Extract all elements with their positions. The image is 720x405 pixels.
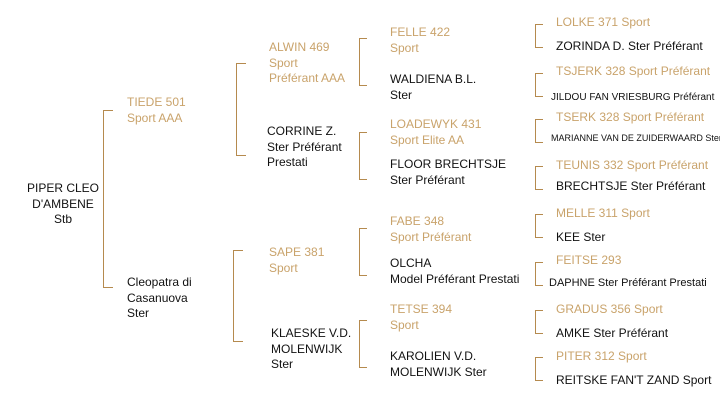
bracket-gen3-1	[359, 38, 367, 86]
gen4-ancestor-13: GRADUS 356 Sport	[556, 302, 663, 316]
paternal-granddam-predicate-2: Prestati	[267, 155, 308, 169]
gen4-ancestor-5: TSERK 328 Sport Préférant	[556, 110, 705, 124]
gen3-ancestor-3: LOADEWYK 431 Sport Elite AA	[390, 117, 481, 148]
gen3-ancestor-1: FELLE 422 Sport	[390, 25, 450, 56]
bracket-gen2-sire	[236, 63, 246, 156]
gen4-ancestor-9: MELLE 311 Sport	[556, 206, 650, 220]
maternal-granddam-name-line-1: KLAESKE V.D.	[271, 326, 352, 340]
gen3-ancestor-8: KAROLIEN V.D. MOLENWIJK Ster	[390, 349, 487, 380]
bracket-gen4-1	[535, 24, 543, 48]
gen3-ancestor-6-name: OLCHA	[390, 256, 432, 270]
gen4-ancestor-16: REITSKE FAN'T ZAND Sport	[556, 373, 712, 387]
bracket-gen2-dam	[233, 250, 243, 342]
gen4-ancestor-1: LOLKE 371 Sport	[556, 15, 651, 29]
gen4-ancestor-2: ZORINDA D. Ster Préférant	[556, 39, 703, 53]
gen3-ancestor-4-name: FLOOR BRECHTSJE	[390, 157, 507, 171]
maternal-grandsire: SAPE 381 Sport	[269, 245, 324, 276]
maternal-granddam-name-line-2: MOLENWIJK	[271, 341, 343, 356]
gen3-ancestor-2: WALDIENA B.L. Ster	[390, 72, 476, 103]
gen4-ancestor-14: AMKE Ster Préférant	[556, 326, 669, 340]
paternal-grandsire-name: ALWIN 469	[269, 40, 330, 54]
gen3-ancestor-2-name: WALDIENA B.L.	[390, 72, 477, 86]
gen3-ancestor-3-name: LOADEWYK 431	[390, 117, 482, 131]
gen3-ancestor-6-predicate: Model Préférant Prestati	[390, 271, 520, 286]
paternal-granddam-predicate-1: Ster Préférant	[267, 139, 342, 154]
paternal-granddam-name: CORRINE Z.	[267, 124, 337, 138]
gen4-ancestor-6: MARIANNE VAN DE ZUIDERWAARD Ster	[551, 133, 720, 143]
dam-predicate: Ster	[127, 306, 150, 320]
dam: Cleopatra di Casanuova Ster	[127, 275, 192, 322]
dam-name-line-1: Cleopatra di	[127, 275, 192, 289]
gen4-ancestor-4: JILDOU FAN VRIESBURG Préférant	[551, 92, 715, 103]
gen3-ancestor-5-name: FABE 348	[390, 214, 445, 228]
gen3-ancestor-1-name: FELLE 422	[390, 25, 451, 39]
gen3-ancestor-8-name: KAROLIEN V.D.	[390, 349, 477, 363]
bracket-gen4-4	[535, 166, 543, 190]
gen4-ancestor-7: TEUNIS 332 Sport Préférant	[556, 158, 709, 172]
gen3-ancestor-3-predicate: Sport Elite AA	[390, 132, 465, 147]
gen4-ancestor-11: FEITSE 293	[556, 253, 622, 267]
bracket-gen3-4	[359, 320, 367, 368]
gen3-ancestor-4: FLOOR BRECHTSJE Ster Préférant	[390, 157, 506, 188]
gen3-ancestor-7: TETSE 394 Sport	[390, 302, 452, 333]
gen4-ancestor-8: BRECHTSJE Ster Préférant	[556, 179, 706, 193]
subject-horse-name-line-2: D'AMBENE	[32, 196, 94, 211]
sire-predicate: Sport AAA	[127, 110, 183, 125]
maternal-granddam-predicate: Ster	[271, 357, 294, 371]
gen4-ancestor-15: PITER 312 Sport	[556, 349, 647, 363]
bracket-gen4-6	[535, 262, 543, 286]
paternal-grandsire: ALWIN 469 Sport Préférant AAA	[269, 40, 345, 87]
bracket-gen4-3	[535, 119, 543, 143]
paternal-grandsire-predicate-2: Préférant AAA	[269, 71, 346, 85]
subject-horse-name-line-1: PIPER CLEO	[26, 181, 100, 195]
paternal-granddam: CORRINE Z. Ster Préférant Prestati	[267, 124, 342, 171]
gen3-ancestor-1-predicate: Sport	[390, 40, 419, 55]
gen3-ancestor-5: FABE 348 Sport Préférant	[390, 214, 471, 245]
sire-name: TIEDE 501	[127, 95, 186, 109]
paternal-grandsire-predicate-1: Sport	[269, 55, 298, 70]
gen3-ancestor-8-predicate: MOLENWIJK Ster	[390, 364, 487, 379]
maternal-grandsire-name: SAPE 381	[269, 245, 325, 259]
gen4-ancestor-10: KEE Ster	[556, 230, 606, 244]
gen3-ancestor-7-predicate: Sport	[390, 317, 419, 332]
gen4-ancestor-12: DAPHNE Ster Préférant Prestati	[549, 277, 707, 289]
gen3-ancestor-5-predicate: Sport Préférant	[390, 229, 472, 244]
subject-horse: PIPER CLEO D'AMBENE Stb	[22, 181, 104, 228]
gen4-ancestor-3: TSJERK 328 Sport Préférant	[556, 64, 711, 78]
bracket-gen4-8	[535, 357, 543, 381]
maternal-granddam: KLAESKE V.D. MOLENWIJK Ster	[271, 326, 351, 373]
gen3-ancestor-4-predicate: Ster Préférant	[390, 172, 465, 187]
dam-name-line-2: Casanuova	[127, 290, 188, 305]
maternal-grandsire-predicate: Sport	[269, 260, 298, 275]
bracket-gen4-7	[535, 310, 543, 334]
sire: TIEDE 501 Sport AAA	[127, 95, 186, 126]
bracket-gen3-2	[359, 132, 367, 180]
gen3-ancestor-2-predicate: Ster	[390, 87, 413, 102]
bracket-gen3-3	[359, 228, 367, 276]
gen3-ancestor-7-name: TETSE 394	[390, 302, 453, 316]
bracket-gen4-5	[535, 214, 543, 238]
bracket-gen4-2	[535, 73, 543, 97]
gen3-ancestor-6: OLCHA Model Préférant Prestati	[390, 256, 519, 287]
bracket-gen1	[103, 110, 113, 288]
subject-horse-registry: Stb	[53, 212, 72, 226]
